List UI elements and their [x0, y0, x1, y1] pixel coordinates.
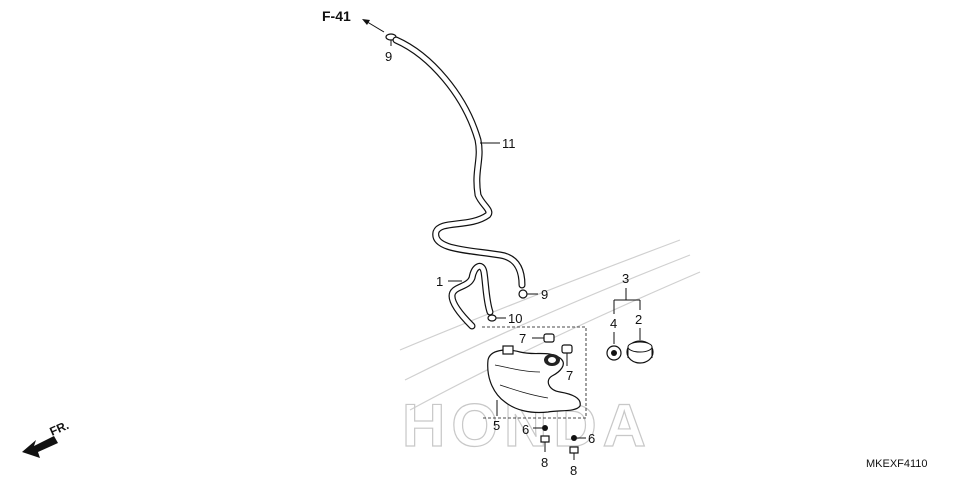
direction-label: FR.: [48, 418, 71, 439]
callout-8-right: 8: [570, 463, 577, 478]
callout-4: 4: [610, 316, 617, 331]
clip-right: [518, 289, 528, 299]
reference-link[interactable]: F-41: [322, 8, 351, 24]
callout-1: 1: [436, 274, 443, 289]
assembly-box: [482, 326, 587, 419]
callout-7-left: 7: [519, 331, 526, 346]
front-direction-arrow: [22, 436, 58, 458]
callout-6-left: 6: [522, 422, 529, 437]
honda-watermark: HONDA: [399, 239, 701, 460]
grommet-7b: [561, 344, 573, 354]
reference-arrowhead: [362, 19, 370, 25]
cap-seal-4: [606, 345, 622, 361]
callout-9-top: 9: [385, 49, 392, 64]
callout-6-right: 6: [588, 431, 595, 446]
reservoir-cap-2: [626, 340, 654, 364]
clip-10: [487, 314, 497, 322]
callout-9-right: 9: [541, 287, 548, 302]
callout-11: 11: [502, 136, 516, 151]
callout-10: 10: [508, 311, 522, 326]
drawing-code: MKEXF4110: [866, 458, 928, 470]
callout-5: 5: [493, 418, 500, 433]
washer-6b: [571, 435, 577, 441]
reservoir-tank: [487, 349, 581, 414]
grommet-7a: [543, 333, 555, 343]
washer-6a: [542, 425, 548, 431]
callout-7-right: 7: [566, 368, 573, 383]
bolt-8b: [569, 446, 579, 460]
callout-2: 2: [635, 312, 642, 327]
callout-3: 3: [622, 271, 629, 286]
bolt-8a: [540, 435, 550, 452]
callout-8-left: 8: [541, 455, 548, 470]
